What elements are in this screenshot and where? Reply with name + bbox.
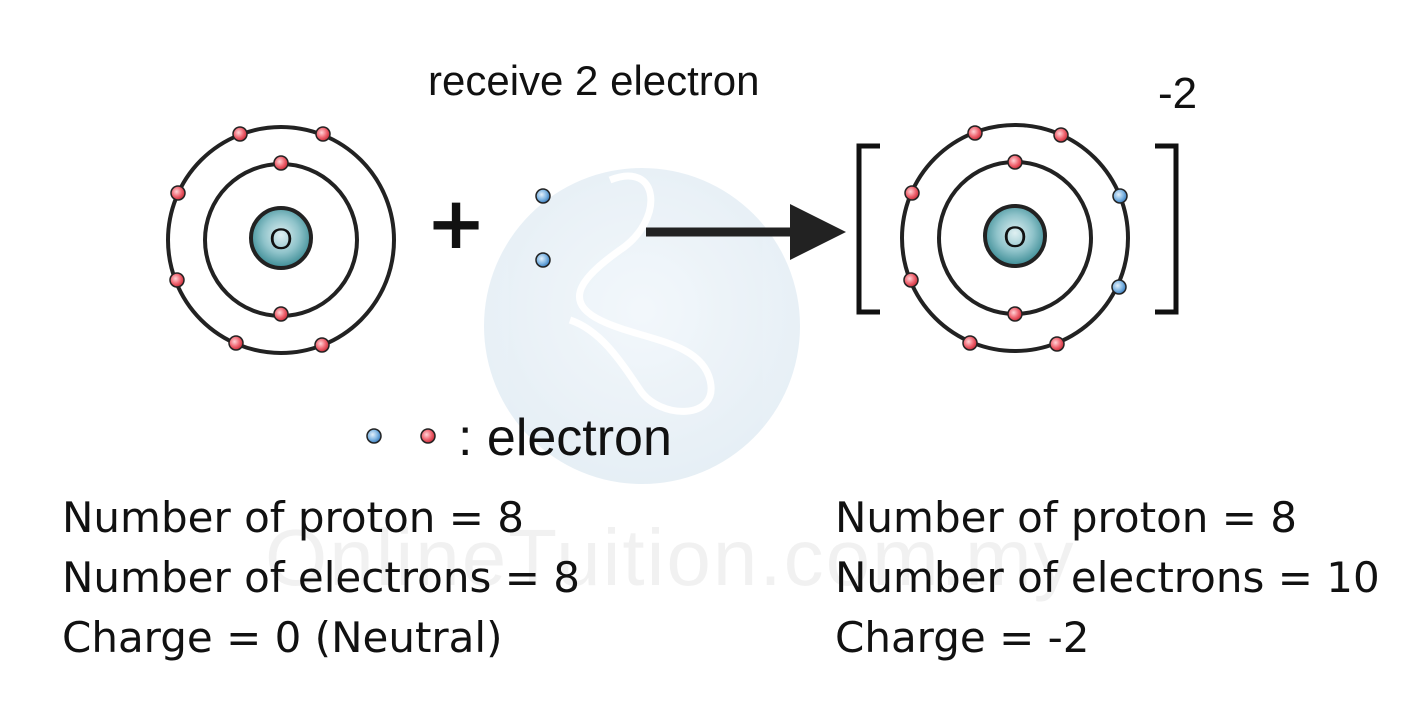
ion-brackets [856,143,1179,315]
ion-charge-label: -2 [1158,69,1198,118]
electron [273,306,289,322]
electron [962,335,978,351]
gained-electron [1112,188,1128,204]
electron [314,337,330,353]
right-atom: O [900,123,1130,353]
electron [1049,336,1065,352]
electron [967,125,983,141]
left-stats: Number of proton = 8 Number of electrons… [62,488,580,668]
process-label: receive 2 electron [428,57,760,104]
electron [170,185,186,201]
electron [169,272,185,288]
watermark-text: OnlineTuition.com.my [265,513,1076,602]
legend-own-electron [420,428,436,444]
watermark-globe [484,168,800,484]
legend-gained-electron [366,428,382,444]
electron [232,126,248,142]
electron [228,335,244,351]
left-outer-shell [166,125,396,355]
electron [1007,154,1023,170]
gained-electron [1111,279,1127,295]
electron [273,155,289,171]
right-bracket [1155,143,1179,315]
left-charge: Charge = 0 (Neutral) [62,613,503,662]
electron [315,126,331,142]
left-electrons [169,126,331,353]
right-nucleus-symbol: O [1003,221,1026,254]
right-electron-count: Number of electrons = 10 [835,553,1380,602]
legend-dots [366,428,436,444]
left-nucleus-symbol: O [269,223,292,256]
left-nucleus [249,206,313,270]
left-proton-count: Number of proton = 8 [62,493,524,542]
left-electron-count: Number of electrons = 8 [62,553,580,602]
legend-label: : electron [458,409,672,467]
electron [1053,127,1069,143]
left-atom: O [166,125,396,355]
electron [904,185,920,201]
right-outer-shell [900,123,1130,353]
reaction-arrow [646,204,846,260]
gained-electron [535,188,551,204]
gained-electron [535,252,551,268]
right-own-electrons [903,125,1069,352]
electron [1007,306,1023,322]
left-bracket [856,143,880,315]
right-gained-electrons [1111,188,1128,295]
right-stats: Number of proton = 8 Number of electrons… [835,488,1380,668]
plus-sign: + [426,181,486,265]
electron [903,272,919,288]
right-charge: Charge = -2 [835,613,1090,662]
right-nucleus [983,204,1047,268]
right-proton-count: Number of proton = 8 [835,493,1297,542]
incoming-electrons [535,188,551,268]
